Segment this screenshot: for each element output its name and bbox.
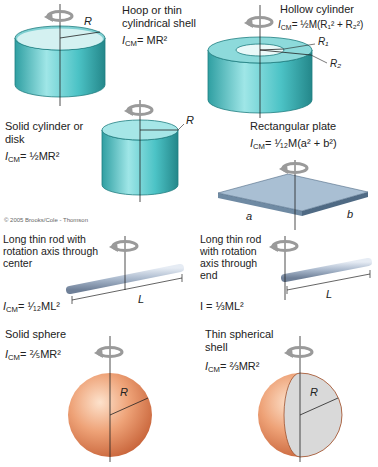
label: = ⅔MR² <box>220 360 259 372</box>
label-text: R <box>186 114 194 127</box>
label-text: R₂ <box>330 58 341 70</box>
label: Hollow cylinder <box>280 3 354 15</box>
formula: ICM= ¹⁄₁₂ML² <box>3 300 60 315</box>
label: I = ⅓ML² <box>200 300 244 312</box>
label: = MR² <box>137 34 167 46</box>
label-text: Thin spherical shell <box>205 328 285 353</box>
formula: ICM= ⅔MR² <box>205 360 259 375</box>
label: Solid sphere <box>5 328 66 340</box>
label: = ¹⁄₁₂M(a² + b²) <box>265 137 337 149</box>
formula: ICM= MR² <box>122 34 167 49</box>
label: R₂ <box>330 58 341 69</box>
label: I <box>250 137 253 149</box>
label-text: Long thin rod with rotation axis through… <box>200 233 272 281</box>
label: Rectangular plate <box>250 120 336 132</box>
label-text: L <box>138 293 144 306</box>
label: = ½MR² <box>20 150 59 162</box>
label: R <box>84 15 92 27</box>
label-text: Hollow cylinder <box>280 3 354 16</box>
label-text: R <box>84 15 92 28</box>
label-text: L <box>326 288 332 301</box>
label: = ¹⁄₁₂ML² <box>18 300 60 312</box>
subscript: CM <box>8 155 20 164</box>
formula: ICM= ½M(R₁² + R₂²) <box>278 19 363 32</box>
label: R <box>120 386 128 398</box>
label-text: Rectangular plate <box>250 120 336 133</box>
label-text: Long thin rod with rotation axis through… <box>3 233 101 269</box>
label: © 2005 Brooks/Cole - Thomson <box>4 217 88 223</box>
label-text: R₁ <box>318 36 328 48</box>
label-text: R <box>120 386 128 399</box>
label-text: © 2005 Brooks/Cole - Thomson <box>4 217 88 224</box>
label-text: Solid sphere <box>5 328 66 341</box>
label: Long thin rod with rotation axis through… <box>200 233 261 281</box>
label-text: Hoop or thin cylindrical shell <box>122 4 222 29</box>
label: = ½M(R₁² + R₂²) <box>292 19 364 30</box>
label-text: I = ⅓ML² <box>200 300 244 313</box>
label: = ⅖MR² <box>20 348 61 360</box>
label-text: R <box>310 386 318 399</box>
formula: ICM= ¹⁄₁₂M(a² + b²) <box>250 137 337 152</box>
label: b <box>347 208 353 220</box>
label: R₁ <box>318 36 328 47</box>
label: I <box>122 34 125 46</box>
label: Thin spherical shell <box>205 328 273 353</box>
label: I <box>205 360 208 372</box>
label: L <box>138 293 144 305</box>
label: R <box>310 386 318 398</box>
label: Solid cylinder or disk <box>5 120 83 145</box>
label: Hoop or thin cylindrical shell <box>122 4 196 29</box>
subscript: CM <box>6 305 18 314</box>
label: R <box>186 114 194 126</box>
label: Long thin rod with rotation axis through… <box>3 233 98 269</box>
subscript: CM <box>253 142 265 151</box>
subscript: CM <box>125 39 137 48</box>
subscript: CM <box>281 24 292 31</box>
label: I <box>278 19 281 30</box>
subscript: CM <box>208 365 220 374</box>
label: a <box>246 210 252 222</box>
label-text: a <box>246 210 252 223</box>
formula: ICM= ⅖MR² <box>5 348 61 363</box>
label: I <box>3 300 6 312</box>
label: I <box>5 150 8 162</box>
label: I <box>5 348 8 360</box>
label-text: Solid cylinder or disk <box>5 120 95 145</box>
label-text: b <box>347 208 353 221</box>
subscript: CM <box>8 353 20 362</box>
formula: ICM= ½MR² <box>5 150 59 165</box>
label: L <box>326 288 332 300</box>
